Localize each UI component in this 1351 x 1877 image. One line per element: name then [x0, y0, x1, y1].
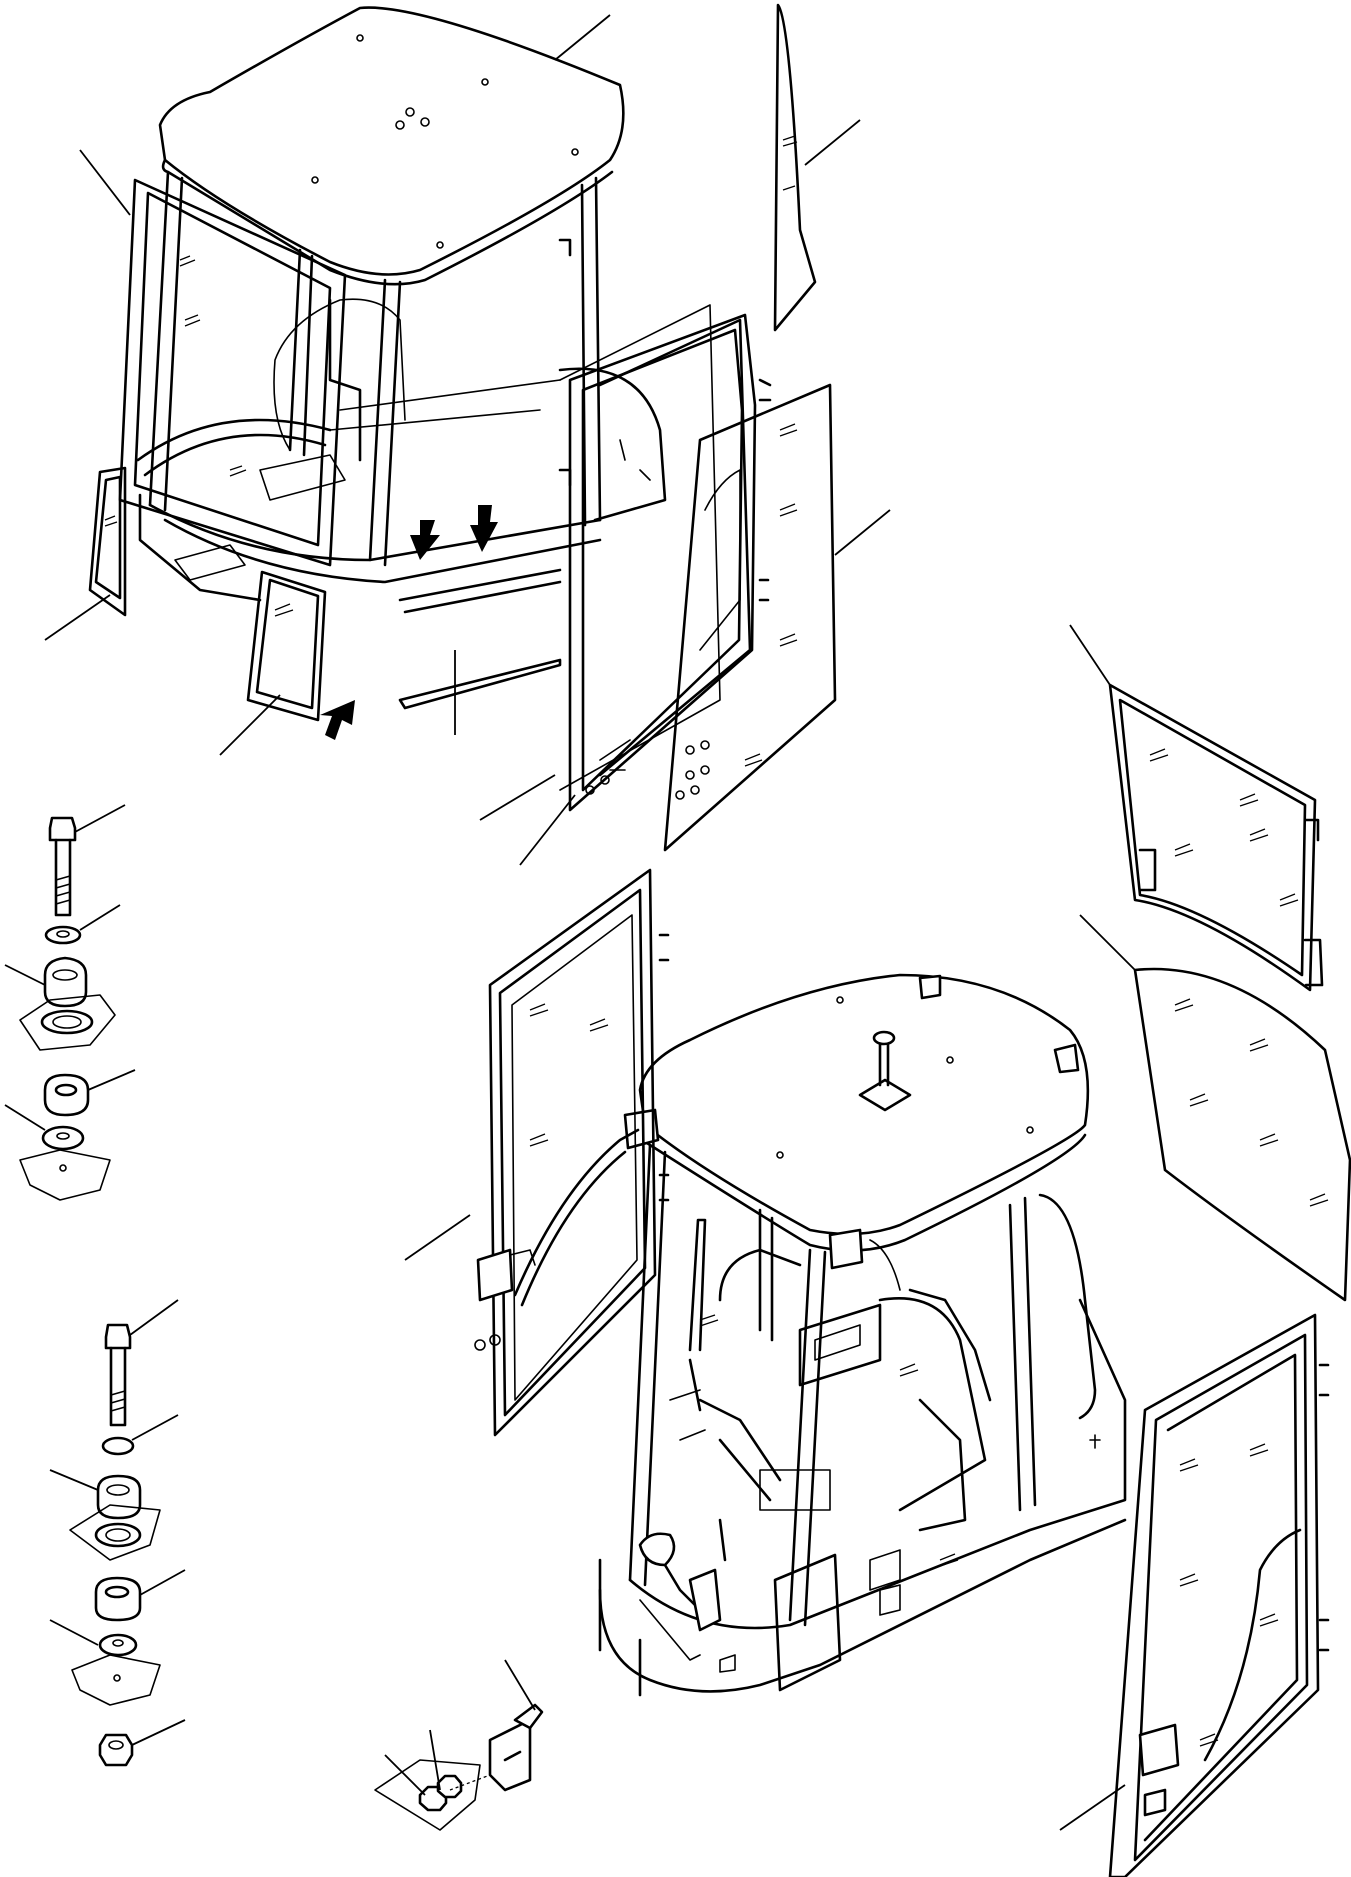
beacon: [858, 1038, 912, 1112]
door-handle: [1138, 1723, 1180, 1777]
washer: [98, 1633, 138, 1657]
washer: [41, 1125, 85, 1151]
rubber-mount: [96, 1474, 142, 1520]
mounting-parts-lower: [69, 1323, 161, 1767]
bolt: [48, 816, 77, 842]
left-door: [474, 868, 670, 1437]
door-sill-strip: [398, 658, 562, 710]
right-door-lower: [1108, 1313, 1330, 1877]
work-light: [828, 1228, 864, 1270]
bolt: [104, 1323, 132, 1350]
front-windshield: [118, 178, 347, 567]
roof-panel: [158, 6, 625, 286]
upper-cab-assembly: [88, 3, 837, 852]
door-handle: [476, 1248, 514, 1302]
arrow-marker: [470, 505, 498, 552]
rubber-mount: [43, 956, 88, 1008]
nut: [436, 1774, 463, 1799]
mounting-parts-upper: [19, 816, 116, 1201]
front-lower-glass: [246, 570, 327, 722]
cab-frame: [138, 170, 667, 740]
arrow-marker: [320, 700, 355, 740]
washer: [101, 1436, 135, 1456]
rubber-mount: [94, 1576, 142, 1622]
window-rail: [558, 238, 572, 487]
arrow-marker: [410, 520, 440, 560]
door-weatherstrip: [559, 304, 721, 791]
right-curved-glass: [1133, 967, 1351, 1302]
leader-lines: [4, 14, 1136, 1831]
wiper: [688, 1218, 707, 1352]
assembled-cab: [598, 973, 1127, 1697]
rear-quarter-glass: [773, 3, 817, 332]
front-lower-left-glass: [88, 466, 127, 617]
nut: [98, 1733, 134, 1767]
right-side-glass: [663, 383, 837, 852]
bracket-hardware: [374, 1703, 544, 1831]
right-door-upper-glass: [1108, 683, 1324, 992]
washer: [44, 925, 82, 945]
bolt: [513, 1703, 544, 1730]
